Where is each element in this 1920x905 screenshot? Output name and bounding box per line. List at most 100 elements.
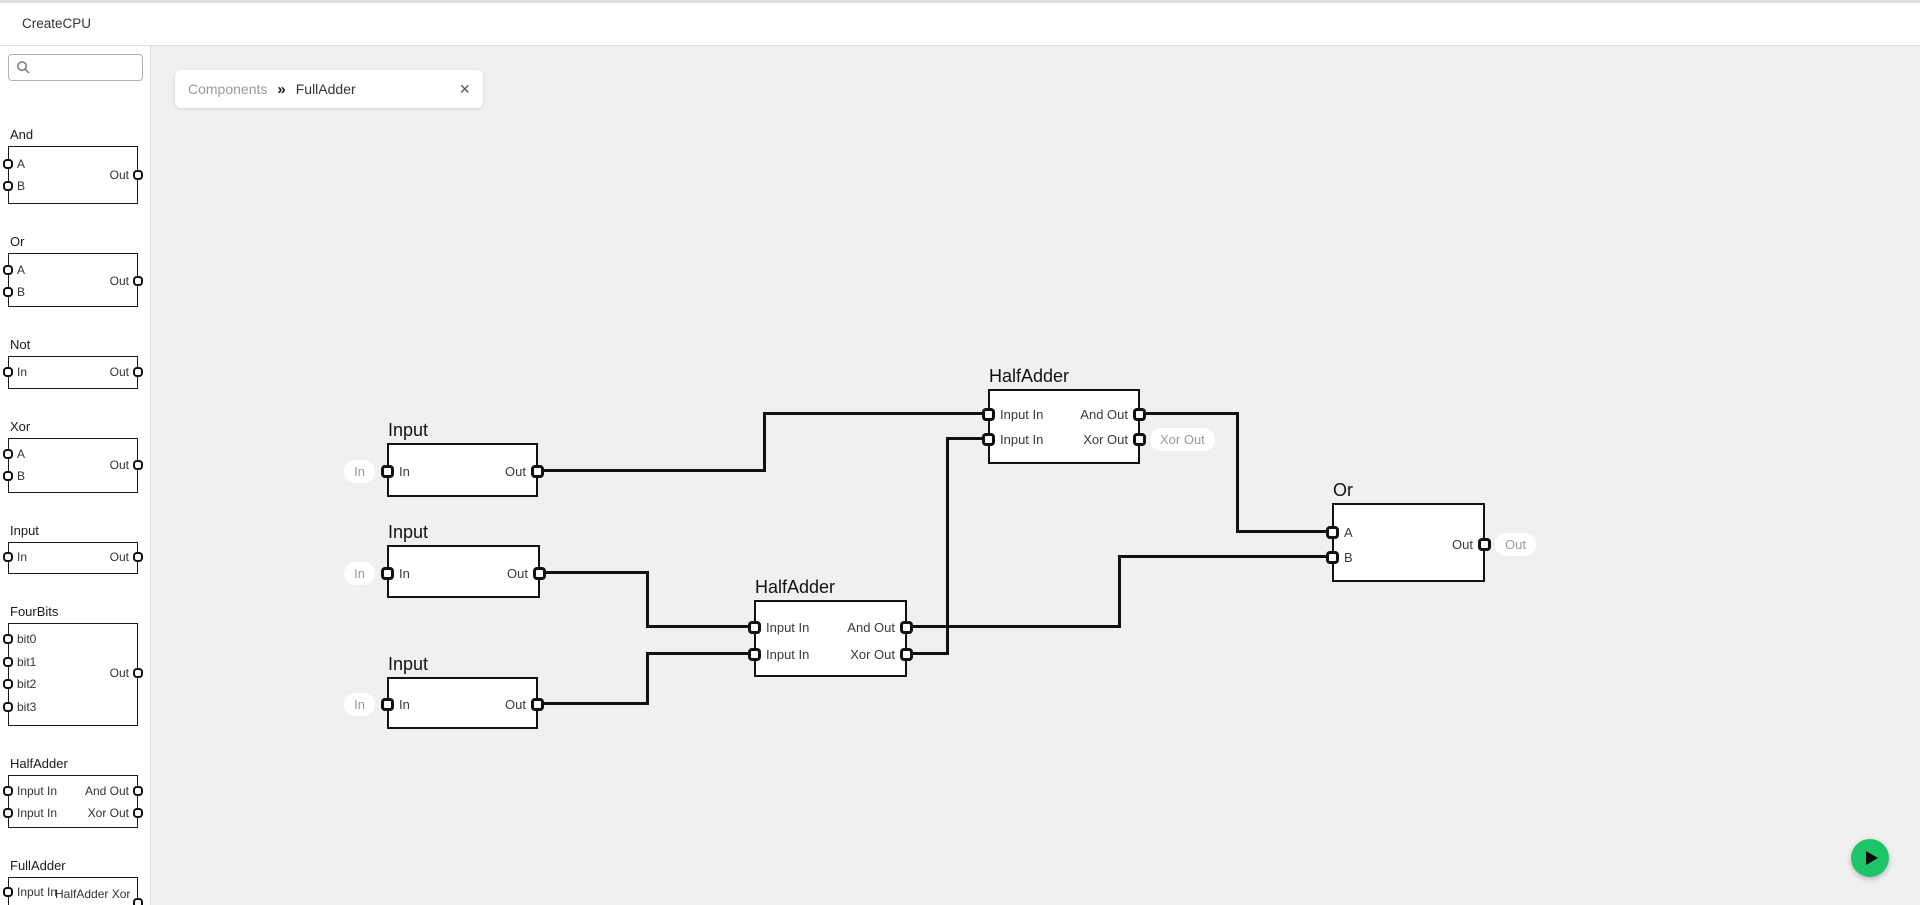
- wire-segment: [1118, 555, 1121, 628]
- port-label: Input In: [1000, 432, 1044, 447]
- component-label: FullAdder: [10, 858, 66, 873]
- search-input[interactable]: [8, 54, 143, 81]
- port-label: Out: [109, 550, 129, 564]
- external-port-pill: In: [344, 460, 375, 483]
- breadcrumb-tab[interactable]: Components » FullAdder ×: [175, 70, 483, 108]
- port-label: Xor Out: [1083, 432, 1128, 447]
- wire-segment: [906, 652, 949, 655]
- output-port[interactable]: [1133, 433, 1146, 446]
- external-port-pill: Out: [1495, 533, 1536, 556]
- port-label: In: [399, 697, 410, 712]
- wire-segment: [763, 412, 990, 415]
- port-label: Out: [109, 168, 129, 182]
- input-port: [3, 552, 13, 562]
- port-label: Out: [109, 458, 129, 472]
- port-label: Input In: [1000, 407, 1044, 422]
- block-title: HalfAdder: [989, 366, 1070, 386]
- port-label: In: [17, 550, 28, 564]
- input-port[interactable]: [748, 648, 761, 661]
- input-port: [3, 679, 13, 689]
- output-port[interactable]: [1133, 408, 1146, 421]
- output-port: [133, 808, 143, 818]
- port-label: Out: [505, 464, 526, 479]
- block-title: Input: [388, 522, 429, 542]
- input-port[interactable]: [748, 621, 761, 634]
- close-icon[interactable]: ×: [459, 79, 470, 99]
- external-port-pill: In: [344, 562, 375, 585]
- input-port[interactable]: [381, 698, 394, 711]
- input-port[interactable]: [1326, 551, 1339, 564]
- wire-segment: [537, 571, 649, 574]
- wire-segment: [1236, 412, 1239, 533]
- port-label: Xor Out: [850, 647, 895, 662]
- output-port[interactable]: [531, 465, 544, 478]
- input-port[interactable]: [381, 465, 394, 478]
- output-port: [133, 367, 143, 377]
- port-label: Out: [505, 697, 526, 712]
- output-port[interactable]: [531, 698, 544, 711]
- wire-segment: [646, 625, 756, 628]
- output-port: [133, 460, 143, 470]
- input-port: [3, 702, 13, 712]
- run-button[interactable]: [1851, 839, 1889, 877]
- output-port[interactable]: [900, 648, 913, 661]
- wire-segment: [906, 625, 1121, 628]
- wire-segment: [1236, 530, 1334, 533]
- port-label: bit0: [17, 632, 37, 646]
- output-port[interactable]: [1478, 538, 1491, 551]
- component-preview: In Out: [3, 542, 143, 574]
- output-port: [133, 276, 143, 286]
- port-label: Out: [109, 666, 129, 680]
- port-label: bit2: [17, 677, 37, 691]
- input-port: [3, 786, 13, 796]
- input-port: [3, 634, 13, 644]
- port-label: B: [17, 179, 26, 193]
- input-port[interactable]: [1326, 526, 1339, 539]
- component-label: Input: [10, 523, 39, 538]
- breadcrumb-components[interactable]: Components: [188, 81, 268, 97]
- port-label: And Out: [847, 620, 895, 635]
- input-port[interactable]: [982, 433, 995, 446]
- port-label: Input In: [17, 885, 58, 899]
- wire-segment: [646, 652, 756, 655]
- input-port: [3, 159, 13, 169]
- port-label: A: [17, 447, 26, 461]
- port-label: Out: [507, 566, 528, 581]
- port-label: In: [17, 365, 28, 379]
- port-label: And Out: [84, 784, 129, 798]
- input-port: [3, 265, 13, 275]
- app-title: CreateCPU: [22, 16, 92, 31]
- component-label: Xor: [10, 419, 31, 434]
- wire-segment: [946, 437, 990, 440]
- block-title: Input: [388, 420, 429, 440]
- output-port: [133, 898, 143, 905]
- play-icon: [1865, 851, 1878, 865]
- wire-segment: [1118, 555, 1334, 558]
- input-port[interactable]: [982, 408, 995, 421]
- output-port[interactable]: [533, 567, 546, 580]
- port-label: A: [17, 263, 26, 277]
- input-port: [3, 808, 13, 818]
- output-port: [133, 170, 143, 180]
- output-port[interactable]: [900, 621, 913, 634]
- output-port: [133, 552, 143, 562]
- input-port[interactable]: [381, 567, 394, 580]
